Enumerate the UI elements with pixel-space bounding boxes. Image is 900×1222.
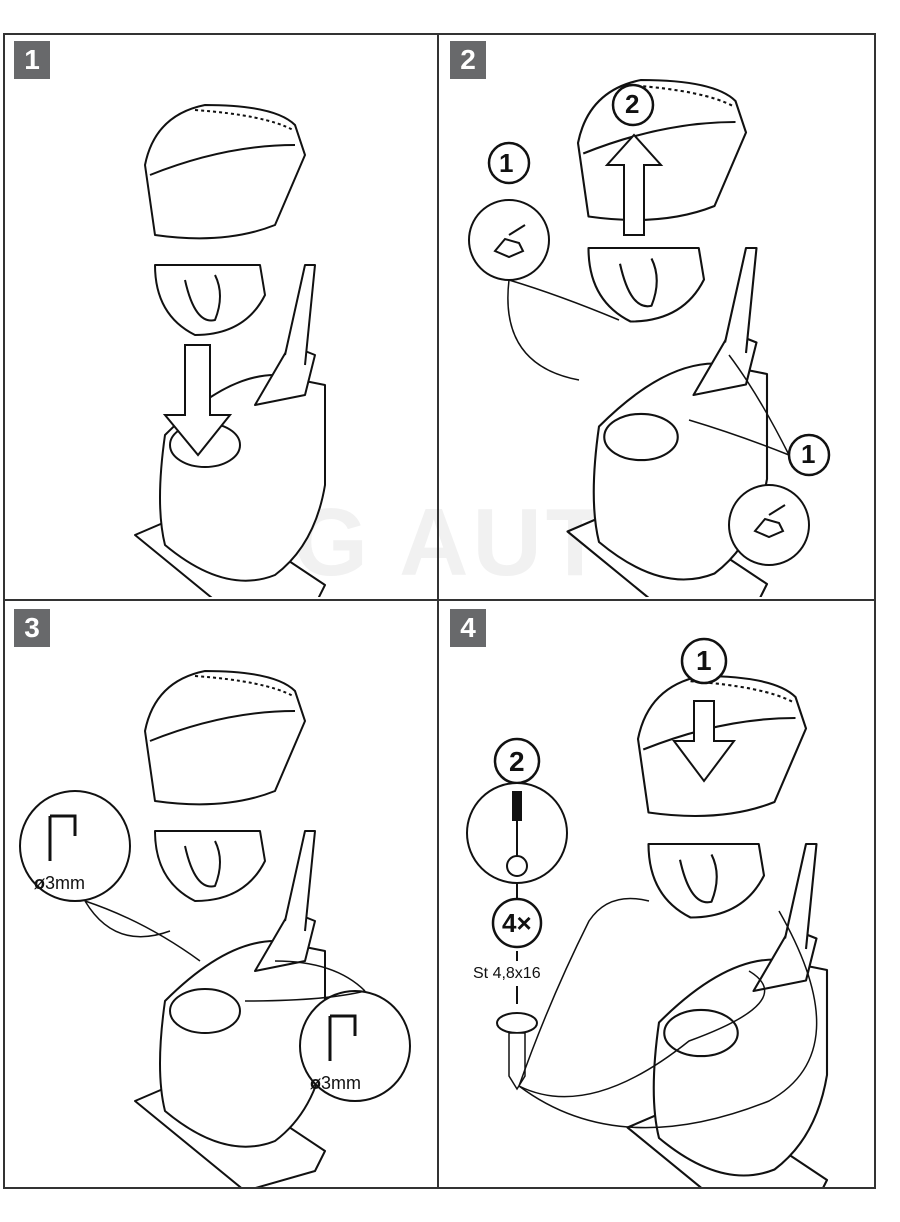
down-arrow-icon bbox=[672, 700, 736, 783]
diameter-symbol: ø bbox=[34, 873, 45, 893]
drill-icon bbox=[48, 814, 77, 861]
drill-size-label: ø3mm bbox=[34, 873, 85, 894]
instruction-grid bbox=[3, 33, 876, 1189]
callout-2-number: 2 bbox=[509, 746, 525, 777]
drill-size-label: ø3mm bbox=[310, 1073, 361, 1094]
screw-spec-label: St 4,8x16 bbox=[473, 965, 541, 983]
step-1-illustration bbox=[134, 104, 326, 597]
divider-vertical bbox=[437, 33, 439, 1189]
quantity-callout: 4× bbox=[502, 908, 532, 938]
callout-1-number: 1 bbox=[499, 148, 514, 178]
step-4-badge: 4 bbox=[450, 609, 486, 647]
step-3-badge: 3 bbox=[14, 609, 50, 647]
step-4-illustration bbox=[466, 637, 829, 1187]
screwdriver-icon bbox=[512, 791, 522, 821]
step-1-badge: 1 bbox=[14, 41, 50, 79]
callout-1-number: 1 bbox=[696, 645, 712, 676]
divider-horizontal bbox=[3, 599, 876, 601]
step-3-illustration bbox=[19, 670, 411, 1187]
down-arrow-icon bbox=[162, 344, 233, 457]
drill-size-value: 3mm bbox=[321, 1073, 361, 1093]
drill-size-value: 3mm bbox=[45, 873, 85, 893]
screw-icon bbox=[496, 1012, 538, 1034]
drill-icon bbox=[328, 1014, 357, 1061]
callout-1b-number: 1 bbox=[801, 439, 816, 469]
diameter-symbol: ø bbox=[310, 1073, 321, 1093]
step-2-illustration bbox=[468, 78, 831, 597]
up-arrow-icon bbox=[604, 133, 664, 236]
callout-2-number: 2 bbox=[625, 89, 640, 119]
step-2-badge: 2 bbox=[450, 41, 486, 79]
